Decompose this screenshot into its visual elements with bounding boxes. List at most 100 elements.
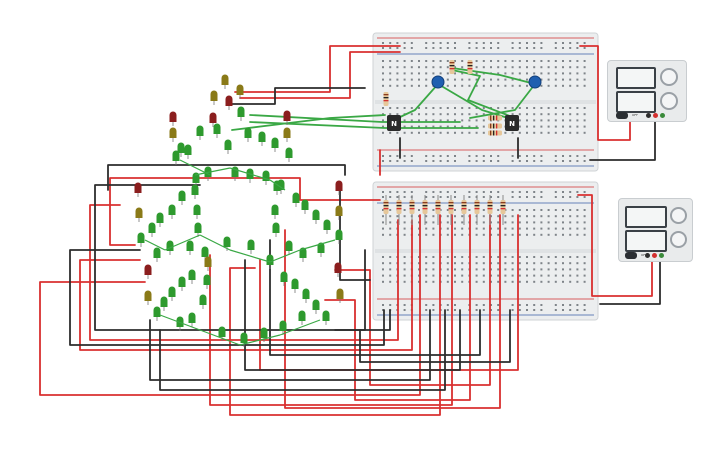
- led[interactable]: [236, 84, 244, 100]
- wire-red[interactable]: [109, 177, 381, 246]
- wire-black[interactable]: [334, 249, 366, 331]
- terminal-ground[interactable]: [660, 113, 665, 118]
- resistor[interactable]: [449, 60, 455, 74]
- led[interactable]: [244, 127, 252, 143]
- led[interactable]: [144, 290, 152, 306]
- wire-green[interactable]: [397, 83, 439, 119]
- resistor[interactable]: [500, 200, 506, 214]
- wire-green[interactable]: [164, 234, 201, 251]
- wire-green[interactable]: [229, 249, 271, 263]
- led[interactable]: [178, 276, 186, 292]
- wire-black[interactable]: [107, 164, 346, 191]
- led[interactable]: [153, 247, 161, 263]
- led[interactable]: [283, 110, 291, 126]
- terminal-positive[interactable]: [652, 253, 657, 258]
- led[interactable]: [323, 219, 331, 235]
- led[interactable]: [204, 256, 212, 272]
- voltage-knob-icon[interactable]: [670, 207, 687, 224]
- led[interactable]: [203, 274, 211, 290]
- current-knob-icon[interactable]: [670, 231, 687, 248]
- wire-green[interactable]: [144, 239, 166, 251]
- resistor[interactable]: [448, 200, 454, 214]
- resistor[interactable]: [488, 130, 502, 136]
- resistor[interactable]: [383, 92, 389, 106]
- wire-red[interactable]: [239, 51, 401, 99]
- led[interactable]: [298, 310, 306, 326]
- wire-black[interactable]: [149, 309, 431, 381]
- led[interactable]: [225, 95, 233, 111]
- capacitor[interactable]: [431, 75, 445, 89]
- led[interactable]: [301, 199, 309, 215]
- wire-black[interactable]: [589, 117, 656, 161]
- led[interactable]: [213, 123, 221, 139]
- wire-red[interactable]: [39, 214, 421, 396]
- led[interactable]: [172, 150, 180, 166]
- resistor[interactable]: [383, 200, 389, 214]
- wire-green[interactable]: [269, 179, 286, 191]
- led[interactable]: [186, 240, 194, 256]
- led[interactable]: [334, 262, 342, 278]
- wire-green[interactable]: [231, 114, 386, 131]
- resistor[interactable]: [488, 123, 502, 129]
- wire-black[interactable]: [599, 257, 661, 305]
- led[interactable]: [283, 127, 291, 143]
- wire-black[interactable]: [69, 249, 385, 346]
- wire-green[interactable]: [451, 69, 516, 119]
- led[interactable]: [302, 288, 310, 304]
- power-switch[interactable]: [616, 112, 628, 119]
- led[interactable]: [188, 269, 196, 285]
- resistor[interactable]: [467, 60, 473, 74]
- led[interactable]: [210, 90, 218, 106]
- led[interactable]: [148, 222, 156, 238]
- led[interactable]: [258, 131, 266, 147]
- led[interactable]: [135, 207, 143, 223]
- led[interactable]: [221, 74, 229, 90]
- wire-red[interactable]: [89, 204, 399, 341]
- resistor[interactable]: [487, 200, 493, 214]
- led[interactable]: [156, 212, 164, 228]
- led[interactable]: [322, 310, 330, 326]
- wire-red[interactable]: [234, 45, 401, 93]
- wire-black[interactable]: [229, 87, 366, 105]
- led[interactable]: [312, 299, 320, 315]
- led[interactable]: [335, 180, 343, 196]
- led[interactable]: [285, 147, 293, 163]
- power-supply-bottom[interactable]: OFF: [618, 198, 693, 262]
- terminal-ground[interactable]: [659, 253, 664, 258]
- led[interactable]: [196, 125, 204, 141]
- wire-black[interactable]: [359, 309, 511, 363]
- transistor[interactable]: [505, 115, 519, 131]
- resistor[interactable]: [409, 200, 415, 214]
- wire-green[interactable]: [249, 114, 461, 123]
- wire-green[interactable]: [194, 167, 231, 176]
- wire-red[interactable]: [79, 219, 413, 351]
- led[interactable]: [291, 278, 299, 294]
- transistor[interactable]: [387, 115, 401, 131]
- wire-green[interactable]: [437, 83, 509, 119]
- led[interactable]: [272, 222, 280, 238]
- led[interactable]: [177, 142, 185, 158]
- led[interactable]: [271, 137, 279, 153]
- led[interactable]: [292, 192, 300, 208]
- led[interactable]: [199, 294, 207, 310]
- led[interactable]: [169, 127, 177, 143]
- wire-black[interactable]: [244, 259, 461, 371]
- capacitor[interactable]: [528, 75, 542, 89]
- led[interactable]: [271, 204, 279, 220]
- led[interactable]: [336, 288, 344, 304]
- wire-green[interactable]: [469, 83, 536, 119]
- power-supply-top[interactable]: OFF: [607, 60, 687, 122]
- wire-green[interactable]: [299, 239, 336, 251]
- terminal-negative[interactable]: [645, 253, 650, 258]
- wire-green[interactable]: [199, 234, 231, 251]
- led[interactable]: [224, 139, 232, 155]
- wire-red[interactable]: [334, 214, 491, 386]
- wire-red[interactable]: [577, 194, 653, 297]
- current-knob-icon[interactable]: [660, 92, 678, 110]
- led[interactable]: [280, 271, 288, 287]
- led[interactable]: [191, 184, 199, 200]
- breadboard-top[interactable]: [372, 32, 599, 172]
- resistor[interactable]: [435, 200, 441, 214]
